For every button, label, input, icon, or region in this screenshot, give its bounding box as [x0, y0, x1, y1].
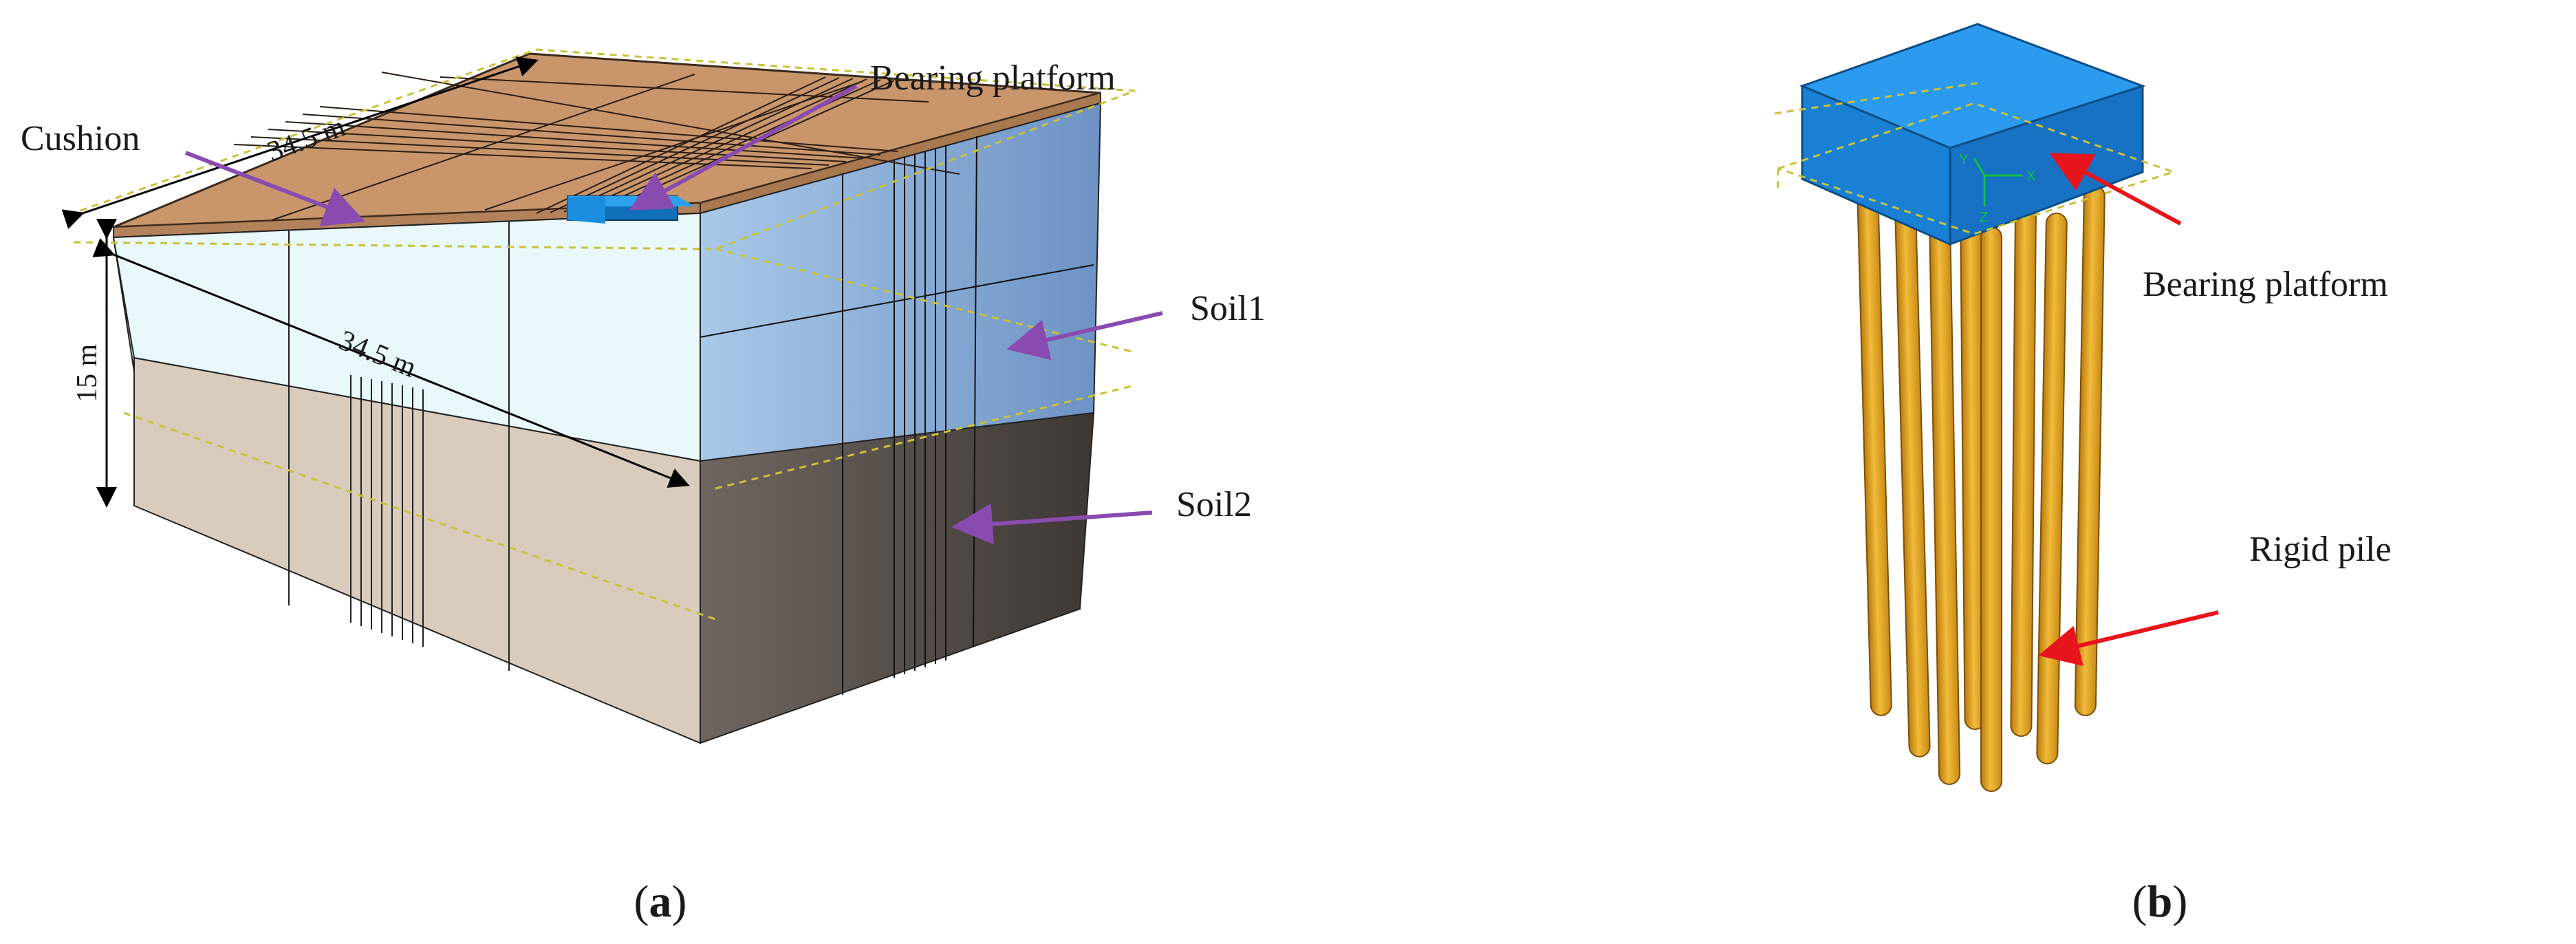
arrow-soil1: [1006, 311, 1163, 361]
pile: [1857, 184, 1892, 716]
caption-b: (b): [2132, 877, 2188, 927]
dashed-outline-b: [1774, 81, 2177, 235]
axis-label-y: Y: [1959, 152, 1968, 167]
caption-a: (a): [634, 877, 687, 927]
label-cushion: Cushion: [21, 119, 140, 158]
pile: [1980, 226, 2002, 792]
arrow-soil2: [951, 503, 1153, 545]
axis-label-z: Z: [1980, 210, 1988, 225]
arrow-cushion: [184, 151, 366, 226]
pile: [2010, 205, 2037, 737]
arrow-bearing-platform: [629, 84, 858, 211]
panel-a-arrows: [184, 84, 1163, 545]
bearing-platform-small: [567, 195, 695, 224]
label-soil1: Soil1: [1190, 289, 1266, 328]
arrow-bearing-platform-b: [2049, 153, 2182, 226]
axis-label-x: X: [2026, 169, 2035, 184]
pile: [2074, 184, 2106, 716]
label-rigid-pile: Rigid pile: [2249, 530, 2392, 569]
dimension-lines: [61, 56, 690, 508]
label-soil2: Soil2: [1176, 485, 1252, 524]
right-face-grid: [700, 136, 1094, 695]
pile: [2036, 212, 2068, 764]
axis-triad: [1973, 158, 2022, 206]
pile: [1929, 219, 1961, 785]
panel-b: X Y Z Bearing platform Rigid pile (b): [1774, 23, 2392, 927]
soil2-right-face: [700, 411, 1095, 744]
rigid-piles: [1857, 184, 2106, 792]
platform-side: [1949, 84, 2144, 246]
dim-height: 15 m: [72, 344, 103, 403]
pile: [1894, 205, 1931, 758]
panel-a: 34.5 m 34.5 m 15 m Bearing platform Cush…: [21, 48, 1266, 927]
bearing-platform-block: [1799, 23, 2146, 246]
arrow-rigid-pile: [2038, 610, 2219, 666]
label-bearing-platform-b: Bearing platform: [2143, 265, 2388, 304]
label-bearing-platform-a: Bearing platform: [870, 58, 1116, 98]
panel-b-arrows: [2038, 153, 2219, 666]
